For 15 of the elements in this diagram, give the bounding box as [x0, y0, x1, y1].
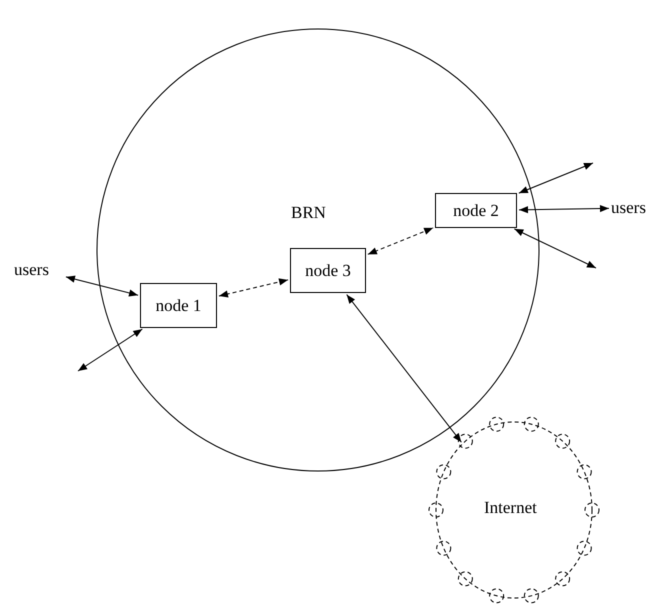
node-box: node 2 — [435, 193, 517, 228]
double-arrow — [346, 294, 462, 443]
node-box: node 3 — [290, 248, 366, 293]
users-label: users — [611, 198, 661, 218]
network-label: BRN — [291, 203, 326, 223]
double-arrow — [65, 276, 139, 296]
double-arrow — [518, 204, 610, 214]
double-arrow — [518, 162, 594, 194]
double-arrow — [514, 228, 596, 268]
double-arrow — [78, 328, 143, 372]
users-label: users — [14, 260, 64, 280]
node-box: node 1 — [140, 283, 217, 328]
cloud-label: Internet — [484, 498, 537, 518]
double-arrow — [218, 278, 289, 298]
double-arrow — [367, 227, 434, 255]
